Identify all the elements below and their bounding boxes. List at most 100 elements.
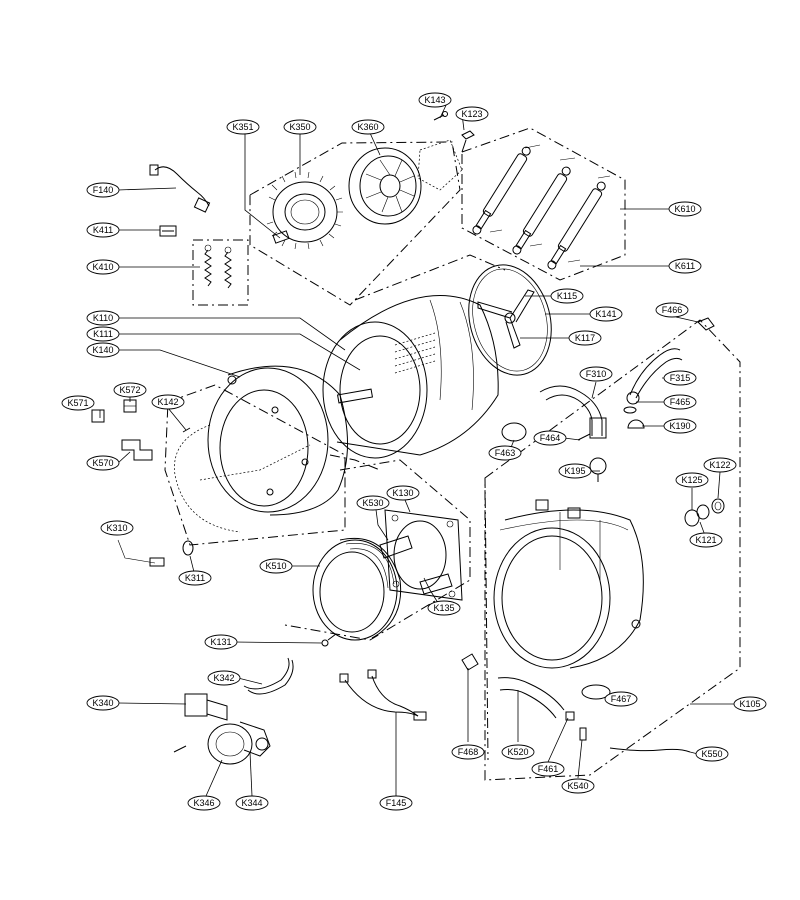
callout-label: F140 [93,185,114,195]
callout-k540: K540 [561,778,595,794]
k131-screw-part [321,633,337,647]
callout-k351: K351 [226,119,260,135]
callout-label: K540 [567,781,588,791]
callout-label: K123 [461,109,482,119]
callout-k411: K411 [86,222,120,238]
callout-k520: K520 [501,744,535,760]
callout-k571: K571 [61,395,95,411]
callout-k122: K122 [703,457,737,473]
callout-label: K135 [433,603,454,613]
callout-label: K520 [507,747,528,757]
callout-bubble [86,342,120,358]
callout-label: F465 [670,397,691,407]
callout-label: K350 [289,122,310,132]
callout-f315: F315 [663,370,697,386]
callout-bubble [86,259,120,275]
rotor-bolts-part [433,111,475,153]
part-drawings [91,111,725,765]
callout-label: K105 [739,699,760,709]
f463-clamp-part [501,422,527,442]
callout-label: K195 [564,466,585,476]
callout-bubble [663,394,697,410]
drain-pump-part [173,693,271,765]
callout-bubble [579,366,613,382]
callout-label: K111 [93,329,113,339]
k142-screw-part [182,427,191,433]
callout-f468: F468 [451,744,485,760]
callout-k123: K123 [455,106,489,122]
callout-k131: K131 [204,634,238,650]
callout-bubble [733,696,767,712]
callout-k350: K350 [283,119,317,135]
callout-bubble [675,472,709,488]
callout-k510: K510 [259,558,293,574]
callout-bubble [178,570,212,586]
callout-label: K130 [392,488,413,498]
callout-bubble [689,532,723,548]
callout-f467: F467 [604,691,638,707]
callout-bubble [488,445,522,461]
callout-bubble [379,795,413,811]
callout-k346: K346 [187,795,221,811]
callout-bubble [259,558,293,574]
callout-k360: K360 [351,119,385,135]
callout-k143: K143 [418,92,452,108]
callout-label: F310 [586,369,607,379]
k342-hose-part [247,659,294,695]
callout-bubble [283,119,317,135]
callout-label: K410 [92,262,113,272]
callout-bubble [533,430,567,446]
callout-label: K360 [357,122,378,132]
callout-f145: F145 [379,795,413,811]
k105-rear-tub-part [493,499,644,669]
callout-k195: K195 [558,463,592,479]
callout-label: K570 [92,458,113,468]
callout-label: K310 [106,523,127,533]
callout-label: F461 [538,764,559,774]
callout-f464: F464 [533,430,567,446]
callout-bubble [703,457,737,473]
callout-label: F468 [458,747,479,757]
callout-bubble [113,382,147,398]
k130-tub-flange-part [379,509,463,601]
callout-k342: K342 [207,670,241,686]
callout-label: F145 [386,798,407,808]
callout-k121: K121 [689,532,723,548]
callout-k140: K140 [86,342,120,358]
fill-hoses-part [539,348,683,439]
f145-harness-part [339,669,427,721]
bearings-part [684,498,725,527]
callout-k530: K530 [356,495,390,511]
callout-bubble [561,778,595,794]
callout-k105: K105 [733,696,767,712]
callout-k125: K125 [675,472,709,488]
callout-label: K143 [424,95,445,105]
callout-bubble [86,182,120,198]
callout-bubble [558,463,592,479]
callout-bubble [451,744,485,760]
callout-label: F466 [662,305,683,315]
callout-bubble [501,744,535,760]
callout-f310: F310 [579,366,613,382]
callout-bubble [235,795,269,811]
k140-front-tub-part [174,365,348,533]
callout-bubble [86,455,120,471]
callout-label: K610 [674,204,695,214]
callout-bubble [226,119,260,135]
k57x-fittings-part [91,399,153,461]
callout-label: K530 [362,498,383,508]
callout-bubble [695,746,729,762]
callout-label: K572 [119,385,140,395]
callout-k310: K310 [100,520,134,536]
callout-k340: K340 [86,695,120,711]
callout-bubble [86,326,120,342]
callout-label: K121 [695,535,716,545]
callout-k141: K141 [589,306,623,322]
callout-bubble [589,306,623,322]
k190-part [627,419,645,429]
callout-label: K510 [265,561,286,571]
callout-k115: K115 [550,288,584,304]
k510-gasket-part [312,537,402,641]
